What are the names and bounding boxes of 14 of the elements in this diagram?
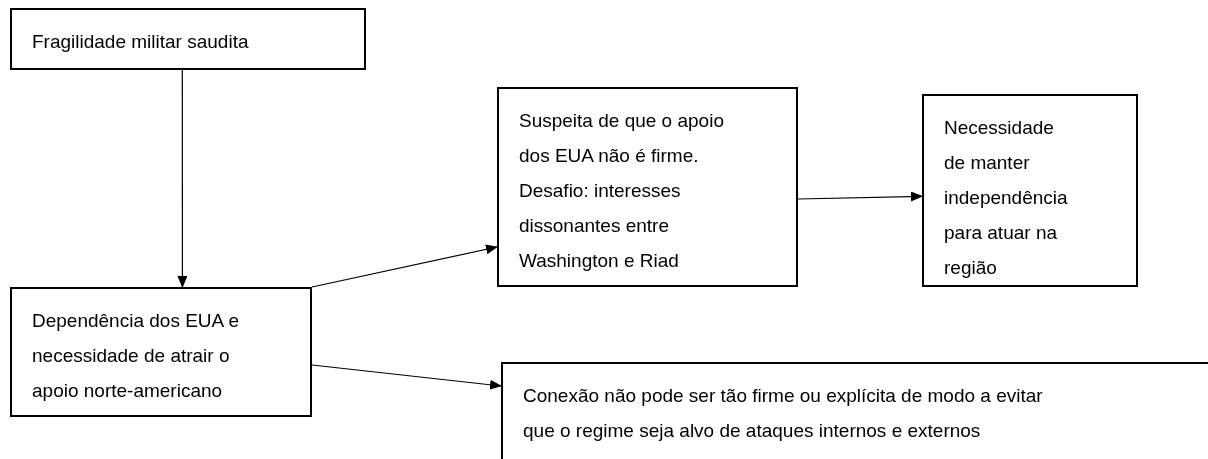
box-text: Dependência dos EUA e necessidade de atrair o apoio norte-americano — [32, 309, 241, 403]
arrow — [797, 191, 923, 202]
text-box — [497, 87, 798, 287]
box-text: Necessidade de manter independência para atuar na região — [944, 116, 1069, 280]
box-text: Suspeita de que o apoio dos EUA não é firme. Desafio: interesses dissonantes entre Washington e Riad — [519, 109, 725, 273]
text-box — [501, 362, 1208, 459]
box-text: Conexão não pode ser tão firme ou explícita de modo a evitar que o regime seja alvo de ataques internos e externos — [523, 384, 1043, 443]
box-text: Fragilidade militar saudita — [32, 30, 250, 54]
text-box — [10, 287, 312, 417]
arrow — [311, 364, 502, 390]
text-box — [922, 94, 1138, 287]
arrow — [311, 244, 498, 288]
arrow — [177, 69, 188, 288]
text-box — [10, 8, 366, 70]
